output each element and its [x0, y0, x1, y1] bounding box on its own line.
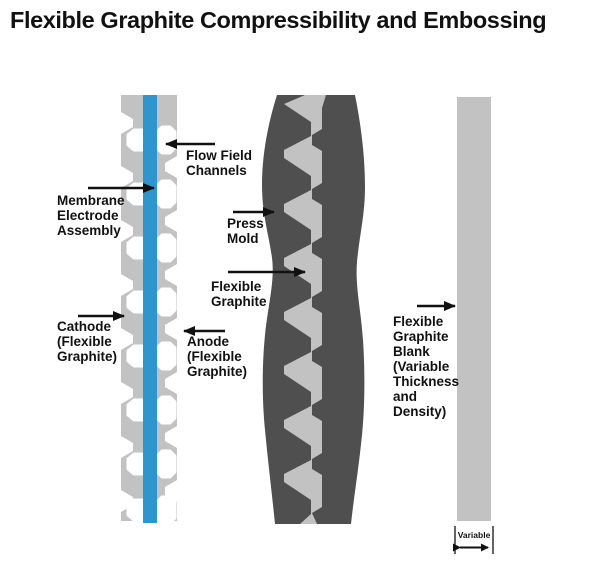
- flow-channel-hole: [126, 452, 145, 476]
- page-title: Flexible Graphite Compressibility and Em…: [10, 7, 547, 33]
- embossed-plate-assembly: [121, 95, 177, 525]
- graphite-blank-bar: [457, 97, 491, 521]
- flow-channel-hole: [155, 341, 177, 371]
- flow-channel-hole: [126, 236, 145, 260]
- anode-label: Anode (Flexible Graphite): [187, 334, 248, 379]
- press-mold-label: Press Mold: [227, 216, 264, 246]
- flow-channel-hole: [126, 290, 145, 314]
- variable-label: Variable: [457, 530, 491, 540]
- flexible-graphite-label: Flexible Graphite: [211, 279, 267, 309]
- flow-channel-hole: [155, 449, 177, 479]
- flow-channel-hole: [155, 179, 177, 209]
- flow-channel-hole: [126, 398, 145, 422]
- flow-channel-hole: [126, 498, 145, 522]
- press-mold-assembly: [262, 95, 365, 524]
- flow-channel-hole: [155, 495, 177, 525]
- flow-channel-hole: [126, 344, 145, 368]
- membrane-stripe: [143, 95, 157, 523]
- press-mold-left: [262, 95, 311, 524]
- graphite-blank-label: Flexible Graphite Blank (Variable Thickn…: [393, 314, 460, 419]
- flow-channel-hole: [155, 125, 177, 155]
- flow-channel-hole: [126, 128, 145, 152]
- flow-channel-hole: [155, 287, 177, 317]
- cathode-label: Cathode (Flexible Graphite): [57, 319, 118, 364]
- flow-field-channels-label: Flow Field Channels: [186, 148, 252, 178]
- flow-channel-hole: [155, 395, 177, 425]
- press-mold-right: [312, 95, 365, 524]
- membrane-electrode-assembly-label: Membrane Electrode Assembly: [57, 193, 125, 238]
- flow-channel-hole: [155, 233, 177, 263]
- graphite-blank: [453, 97, 494, 554]
